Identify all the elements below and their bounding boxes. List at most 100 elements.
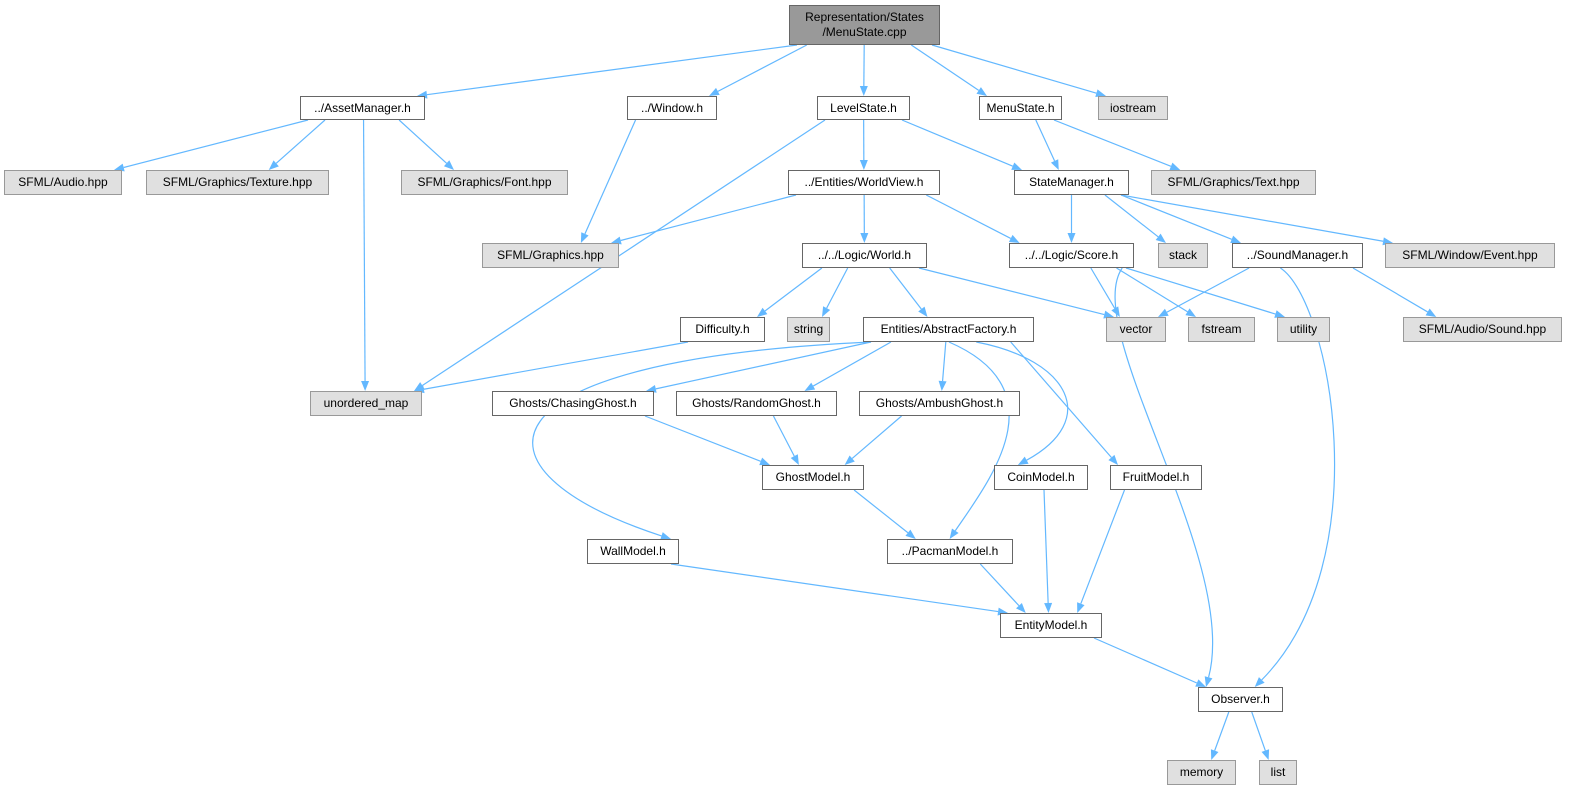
graph-node-entity[interactable]: EntityModel.h (1000, 613, 1102, 638)
node-label: ../PacmanModel.h (901, 544, 999, 558)
node-label: StateManager.h (1029, 175, 1114, 189)
graph-node-asset[interactable]: ../AssetManager.h (300, 96, 425, 120)
graph-node-fruit[interactable]: FruitModel.h (1110, 465, 1202, 490)
edge-asset-to-umap (362, 119, 366, 382)
graph-node-worldview[interactable]: ../Entities/WorldView.h (788, 170, 940, 195)
node-label: SFML/Graphics.hpp (497, 248, 604, 262)
edge-arrowhead (1011, 162, 1022, 170)
edge-worldview-to-score (925, 194, 1012, 239)
graph-node-list: list (1259, 760, 1297, 785)
edge-observer-to-memory (1214, 711, 1230, 751)
node-label: unordered_map (323, 396, 409, 410)
graph-node-world[interactable]: ../../Logic/World.h (802, 243, 927, 268)
graph-node-wall[interactable]: WallModel.h (587, 539, 679, 564)
node-label: ../Entities/WorldView.h (804, 175, 924, 189)
edge-arrowhead (1158, 308, 1169, 317)
edge-arrowhead (976, 87, 987, 96)
node-label: WallModel.h (600, 544, 666, 558)
graph-node-graphics: SFML/Graphics.hpp (482, 243, 619, 268)
node-label: ../SoundManager.h (1246, 248, 1349, 262)
edge-world-to-difficulty (764, 267, 823, 312)
edge-arrowhead (611, 236, 622, 245)
edge-ghost-to-pacman (853, 489, 909, 534)
node-label: iostream (1109, 100, 1156, 115)
edge-arrowhead (804, 382, 816, 391)
edge-ambush-to-ghost (851, 415, 902, 459)
edge-wall-to-entity (670, 563, 999, 613)
edge-factory-to-random (812, 341, 892, 387)
edge-arrowhead (361, 380, 370, 391)
node-label: ../../Logic/World.h (817, 248, 912, 262)
edge-arrowhead (859, 85, 868, 96)
edge-root-to-iostream (931, 44, 1097, 94)
graph-node-chasing[interactable]: Ghosts/ChasingGhost.h (492, 391, 654, 416)
node-label: SFML/Graphics/Texture.hpp (162, 175, 313, 189)
edge-factory-to-wall (532, 341, 872, 537)
edge-arrowhead (1254, 677, 1265, 687)
edge-arrowhead (1044, 602, 1053, 613)
edge-arrowhead (949, 528, 959, 539)
graph-node-menuh[interactable]: MenuState.h (979, 96, 1062, 120)
edge-arrowhead (1169, 162, 1181, 171)
graph-node-window[interactable]: ../Window.h (627, 96, 717, 120)
edge-arrowhead (1067, 233, 1076, 243)
node-label: list (1270, 765, 1286, 779)
edge-arrowhead (759, 457, 770, 466)
edge-observer-to-list (1251, 711, 1266, 751)
node-label: vector (1119, 322, 1153, 336)
edge-sound-to-observer (1261, 267, 1336, 681)
edge-arrowhead (1230, 235, 1241, 243)
edge-arrowhead (1108, 454, 1118, 465)
edge-arrowhead (660, 532, 671, 540)
edge-score-to-observer (1114, 267, 1214, 678)
graph-node-statemgr[interactable]: StateManager.h (1014, 170, 1129, 195)
edge-level-to-statemgr (901, 119, 1014, 167)
edge-arrowhead (1425, 308, 1437, 317)
edge-arrowhead (1185, 308, 1196, 317)
edge-root-to-asset (426, 44, 798, 96)
graph-node-random[interactable]: Ghosts/RandomGhost.h (676, 391, 837, 416)
graph-node-sound[interactable]: ../SoundManager.h (1232, 243, 1363, 268)
node-label: SFML/Audio.hpp (18, 175, 108, 189)
graph-node-score[interactable]: ../../Logic/Score.h (1009, 243, 1134, 268)
edge-arrowhead (822, 306, 831, 317)
graph-node-pacman[interactable]: ../PacmanModel.h (887, 539, 1013, 564)
edge-arrowhead (1095, 89, 1106, 98)
edge-arrowhead (1195, 679, 1206, 687)
graph-node-ambush[interactable]: Ghosts/AmbushGhost.h (859, 391, 1020, 416)
edge-world-to-factory (889, 267, 922, 310)
graph-node-root[interactable]: Representation/States/MenuState.cpp (789, 5, 940, 45)
edge-menuh-to-text (1053, 119, 1172, 167)
node-label: LevelState.h (830, 100, 897, 115)
graph-node-coin[interactable]: CoinModel.h (994, 465, 1088, 490)
edge-random-to-ghost (772, 415, 795, 457)
edge-arrowhead (918, 306, 928, 317)
edge-difficulty-to-umap (423, 341, 689, 390)
node-label: stack (1168, 248, 1197, 262)
node-label: utility (1289, 322, 1318, 336)
edge-arrowhead (790, 454, 799, 465)
edge-fruit-to-entity (1080, 489, 1126, 604)
graph-node-ghost[interactable]: GhostModel.h (762, 465, 864, 490)
edge-arrowhead (114, 163, 125, 172)
node-label: GhostModel.h (775, 470, 851, 484)
edge-window-to-graphics (584, 119, 637, 235)
graph-node-level[interactable]: LevelState.h (817, 96, 910, 120)
edge-factory-to-pacman (948, 341, 1010, 532)
edge-chasing-to-ghost (644, 415, 761, 462)
graph-node-stack: stack (1158, 243, 1208, 268)
node-label: Ghosts/ChasingGhost.h (509, 396, 637, 410)
graph-node-difficulty[interactable]: Difficulty.h (680, 317, 765, 342)
node-label: Ghosts/AmbushGhost.h (875, 396, 1004, 410)
edge-world-to-vector (918, 267, 1105, 316)
edge-factory-to-fruit (1010, 341, 1112, 458)
edge-root-to-menuh (910, 44, 980, 91)
graph-node-utility: utility (1277, 317, 1330, 342)
graph-node-observer[interactable]: Observer.h (1198, 687, 1283, 712)
edge-asset-to-texture (275, 119, 326, 164)
edge-arrowhead (1016, 602, 1026, 613)
graph-node-sfsound: SFML/Audio/Sound.hpp (1403, 317, 1562, 342)
graph-node-factory[interactable]: Entities/AbstractFactory.h (863, 317, 1034, 342)
edge-statemgr-to-stack (1104, 194, 1159, 238)
